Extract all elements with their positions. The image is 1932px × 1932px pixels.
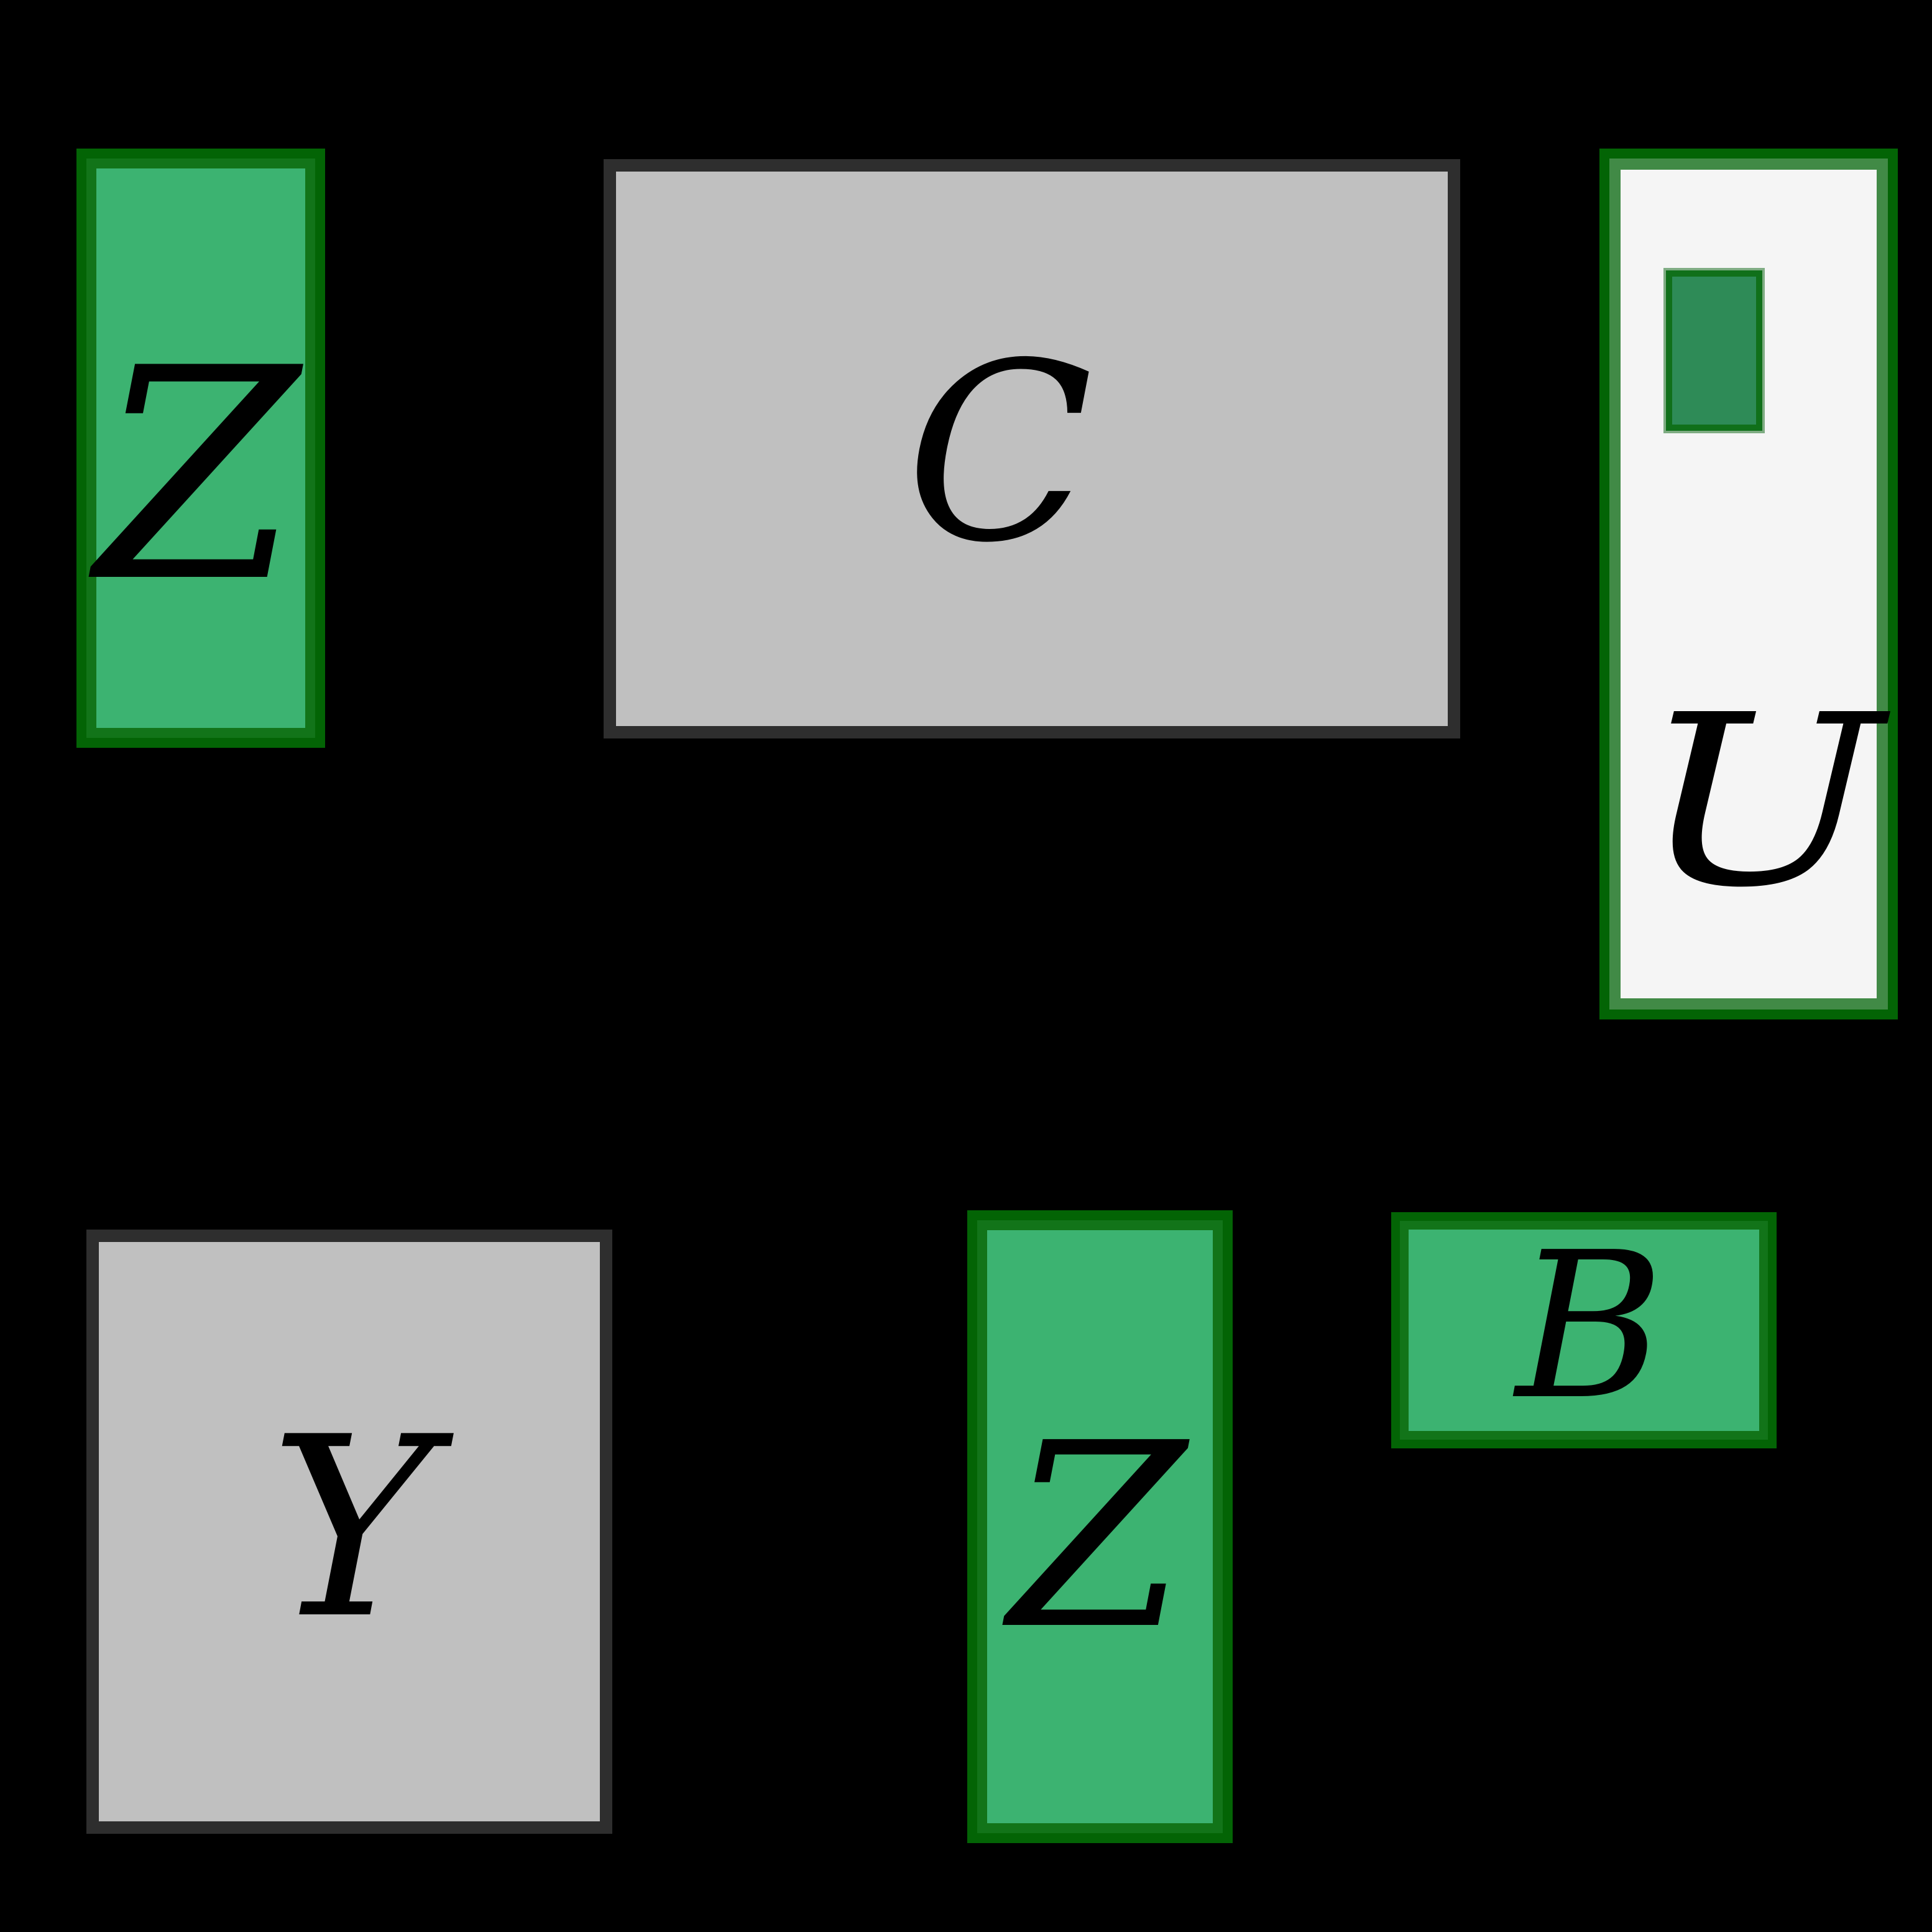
matrix-label-u: U (1639, 663, 1883, 939)
matrix-box-z-top: Z (76, 149, 325, 748)
matrix-label-z-top: Z (96, 306, 300, 646)
matrix-label-y: Y (269, 1384, 435, 1673)
matrix-box-y: Y (86, 1230, 612, 1834)
matrix-box-c: C (604, 159, 1460, 738)
matrix-label-z-bottom: Z (1009, 1388, 1186, 1685)
matrix-label-b: B (1516, 1208, 1665, 1444)
matrix-box-z-bottom: Z (967, 1210, 1233, 1843)
matrix-label-c: C (905, 311, 1094, 597)
matrix-box-u: U (1599, 149, 1898, 1019)
matrix-u-inner-block (1663, 268, 1765, 433)
matrix-box-b: B (1391, 1212, 1777, 1448)
